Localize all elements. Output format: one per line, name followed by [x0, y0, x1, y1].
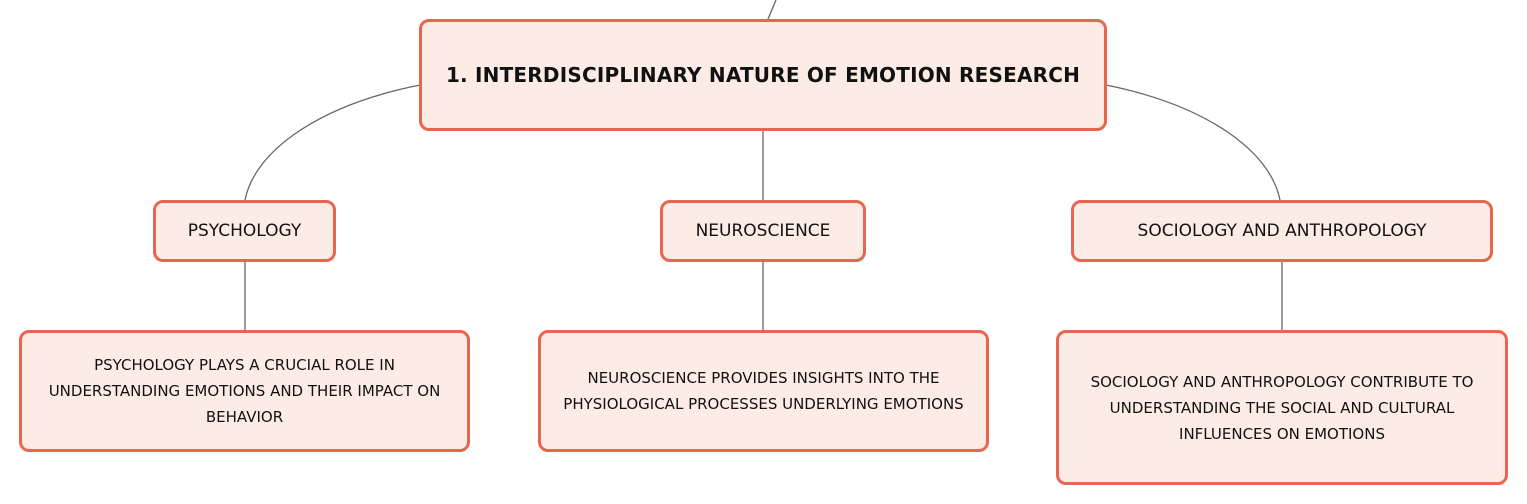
root-label: 1. INTERDISCIPLINARY NATURE OF EMOTION R…: [445, 63, 1081, 87]
branch-node-neuroscience[interactable]: NEUROSCIENCE: [660, 200, 866, 262]
detail-text: PSYCHOLOGY PLAYS A CRUCIAL ROLE IN UNDER…: [48, 356, 441, 426]
detail-text: NEUROSCIENCE PROVIDES INSIGHTS INTO THE …: [563, 369, 964, 413]
detail-text: SOCIOLOGY AND ANTHROPOLOGY CONTRIBUTE TO…: [1090, 372, 1474, 443]
branch-label: NEUROSCIENCE: [695, 221, 831, 241]
detail-node-sociology-anthropology[interactable]: SOCIOLOGY AND ANTHROPOLOGY CONTRIBUTE TO…: [1056, 330, 1508, 485]
connector-root-psychology: [244, 84, 421, 201]
branch-node-psychology[interactable]: PSYCHOLOGY: [153, 200, 336, 262]
connector-parent: [767, 0, 777, 20]
branch-label: SOCIOLOGY AND ANTHROPOLOGY: [1137, 221, 1427, 241]
detail-node-neuroscience[interactable]: NEUROSCIENCE PROVIDES INSIGHTS INTO THE …: [538, 330, 989, 452]
branch-label: PSYCHOLOGY: [187, 221, 302, 241]
detail-node-psychology[interactable]: PSYCHOLOGY PLAYS A CRUCIAL ROLE IN UNDER…: [19, 330, 470, 452]
root-node[interactable]: 1. INTERDISCIPLINARY NATURE OF EMOTION R…: [419, 19, 1107, 131]
branch-node-sociology-anthropology[interactable]: SOCIOLOGY AND ANTHROPOLOGY: [1071, 200, 1493, 262]
connector-root-sociology: [1105, 84, 1281, 201]
